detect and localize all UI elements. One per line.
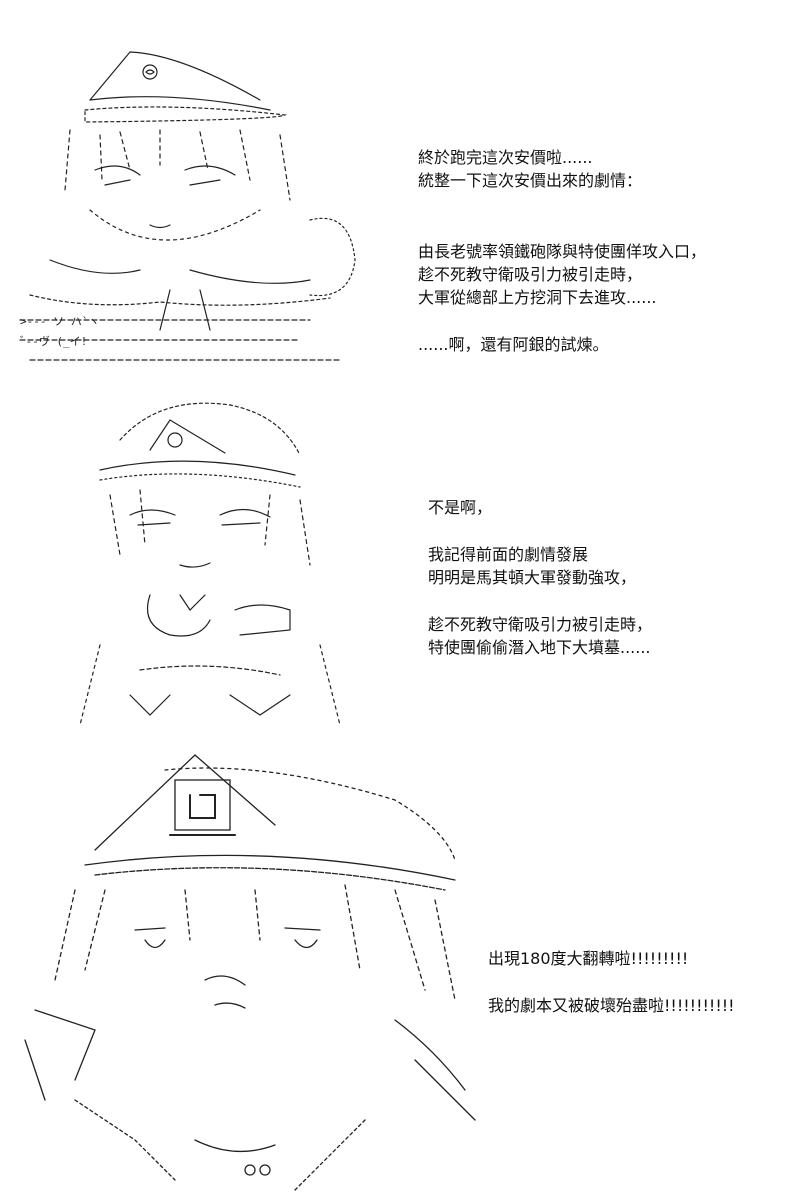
dialog-line: ......啊，還有阿銀的試煉。 [418,335,609,354]
ascii-art-character-3 [15,740,485,1195]
dialog-line: 明明是馬其頓大軍發動強攻， [428,568,637,587]
dialog-line: 趁不死教守衛吸引力被引走時， [418,265,643,284]
panel-1: >--- ソ ハ`ヽ ﾞ--ヴ (_イ! 終於跑完這次安價啦...... 統整一… [0,0,800,390]
svg-text:ﾞ--ヴ (_イ!: ﾞ--ヴ (_イ! [20,334,87,348]
dialog-line: 不是啊， [428,498,493,517]
dialog-line: 特使團偷偷潛入地下大墳墓...... [428,638,651,657]
dialog-line: 大軍從總部上方挖洞下去進攻...... [418,288,657,307]
svg-text:>--- ソ ハ`ヽ: >--- ソ ハ`ヽ [20,315,99,328]
panel-3: 出現180度大翻轉啦!!!!!!!!! 我的劇本又被破壞殆盡啦!!!!!!!!!… [0,735,800,1200]
dialog-line: 我記得前面的劇情發展 [428,545,589,564]
dialog-line: 出現180度大翻轉啦!!!!!!!!! [488,949,689,968]
dialog-line: 統整一下這次安價出來的劇情： [418,171,643,190]
dialog-line: 趁不死教守衛吸引力被引走時， [428,615,653,634]
dialog-text-3: 出現180度大翻轉啦!!!!!!!!! 我的劇本又被破壞殆盡啦!!!!!!!!!… [488,947,735,1017]
dialog-line: 由長老號率領鐵砲隊與特使團佯攻入口， [418,242,707,261]
dialog-line: 終於跑完這次安價啦...... [418,148,593,167]
dialog-text-2: 不是啊， 我記得前面的劇情發展 明明是馬其頓大軍發動強攻， 趁不死教守衛吸引力被… [428,496,652,659]
ascii-art-character-2 [60,395,360,725]
dialog-text-1: 終於跑完這次安價啦...... 統整一下這次安價出來的劇情： 由長老號率領鐵砲隊… [418,146,706,356]
dialog-line: 我的劇本又被破壞殆盡啦!!!!!!!!!!! [488,996,735,1015]
panel-2: 不是啊， 我記得前面的劇情發展 明明是馬其頓大軍發動強攻， 趁不死教守衛吸引力被… [0,390,800,735]
ascii-art-character-1: >--- ソ ハ`ヽ ﾞ--ヴ (_イ! [10,40,380,380]
